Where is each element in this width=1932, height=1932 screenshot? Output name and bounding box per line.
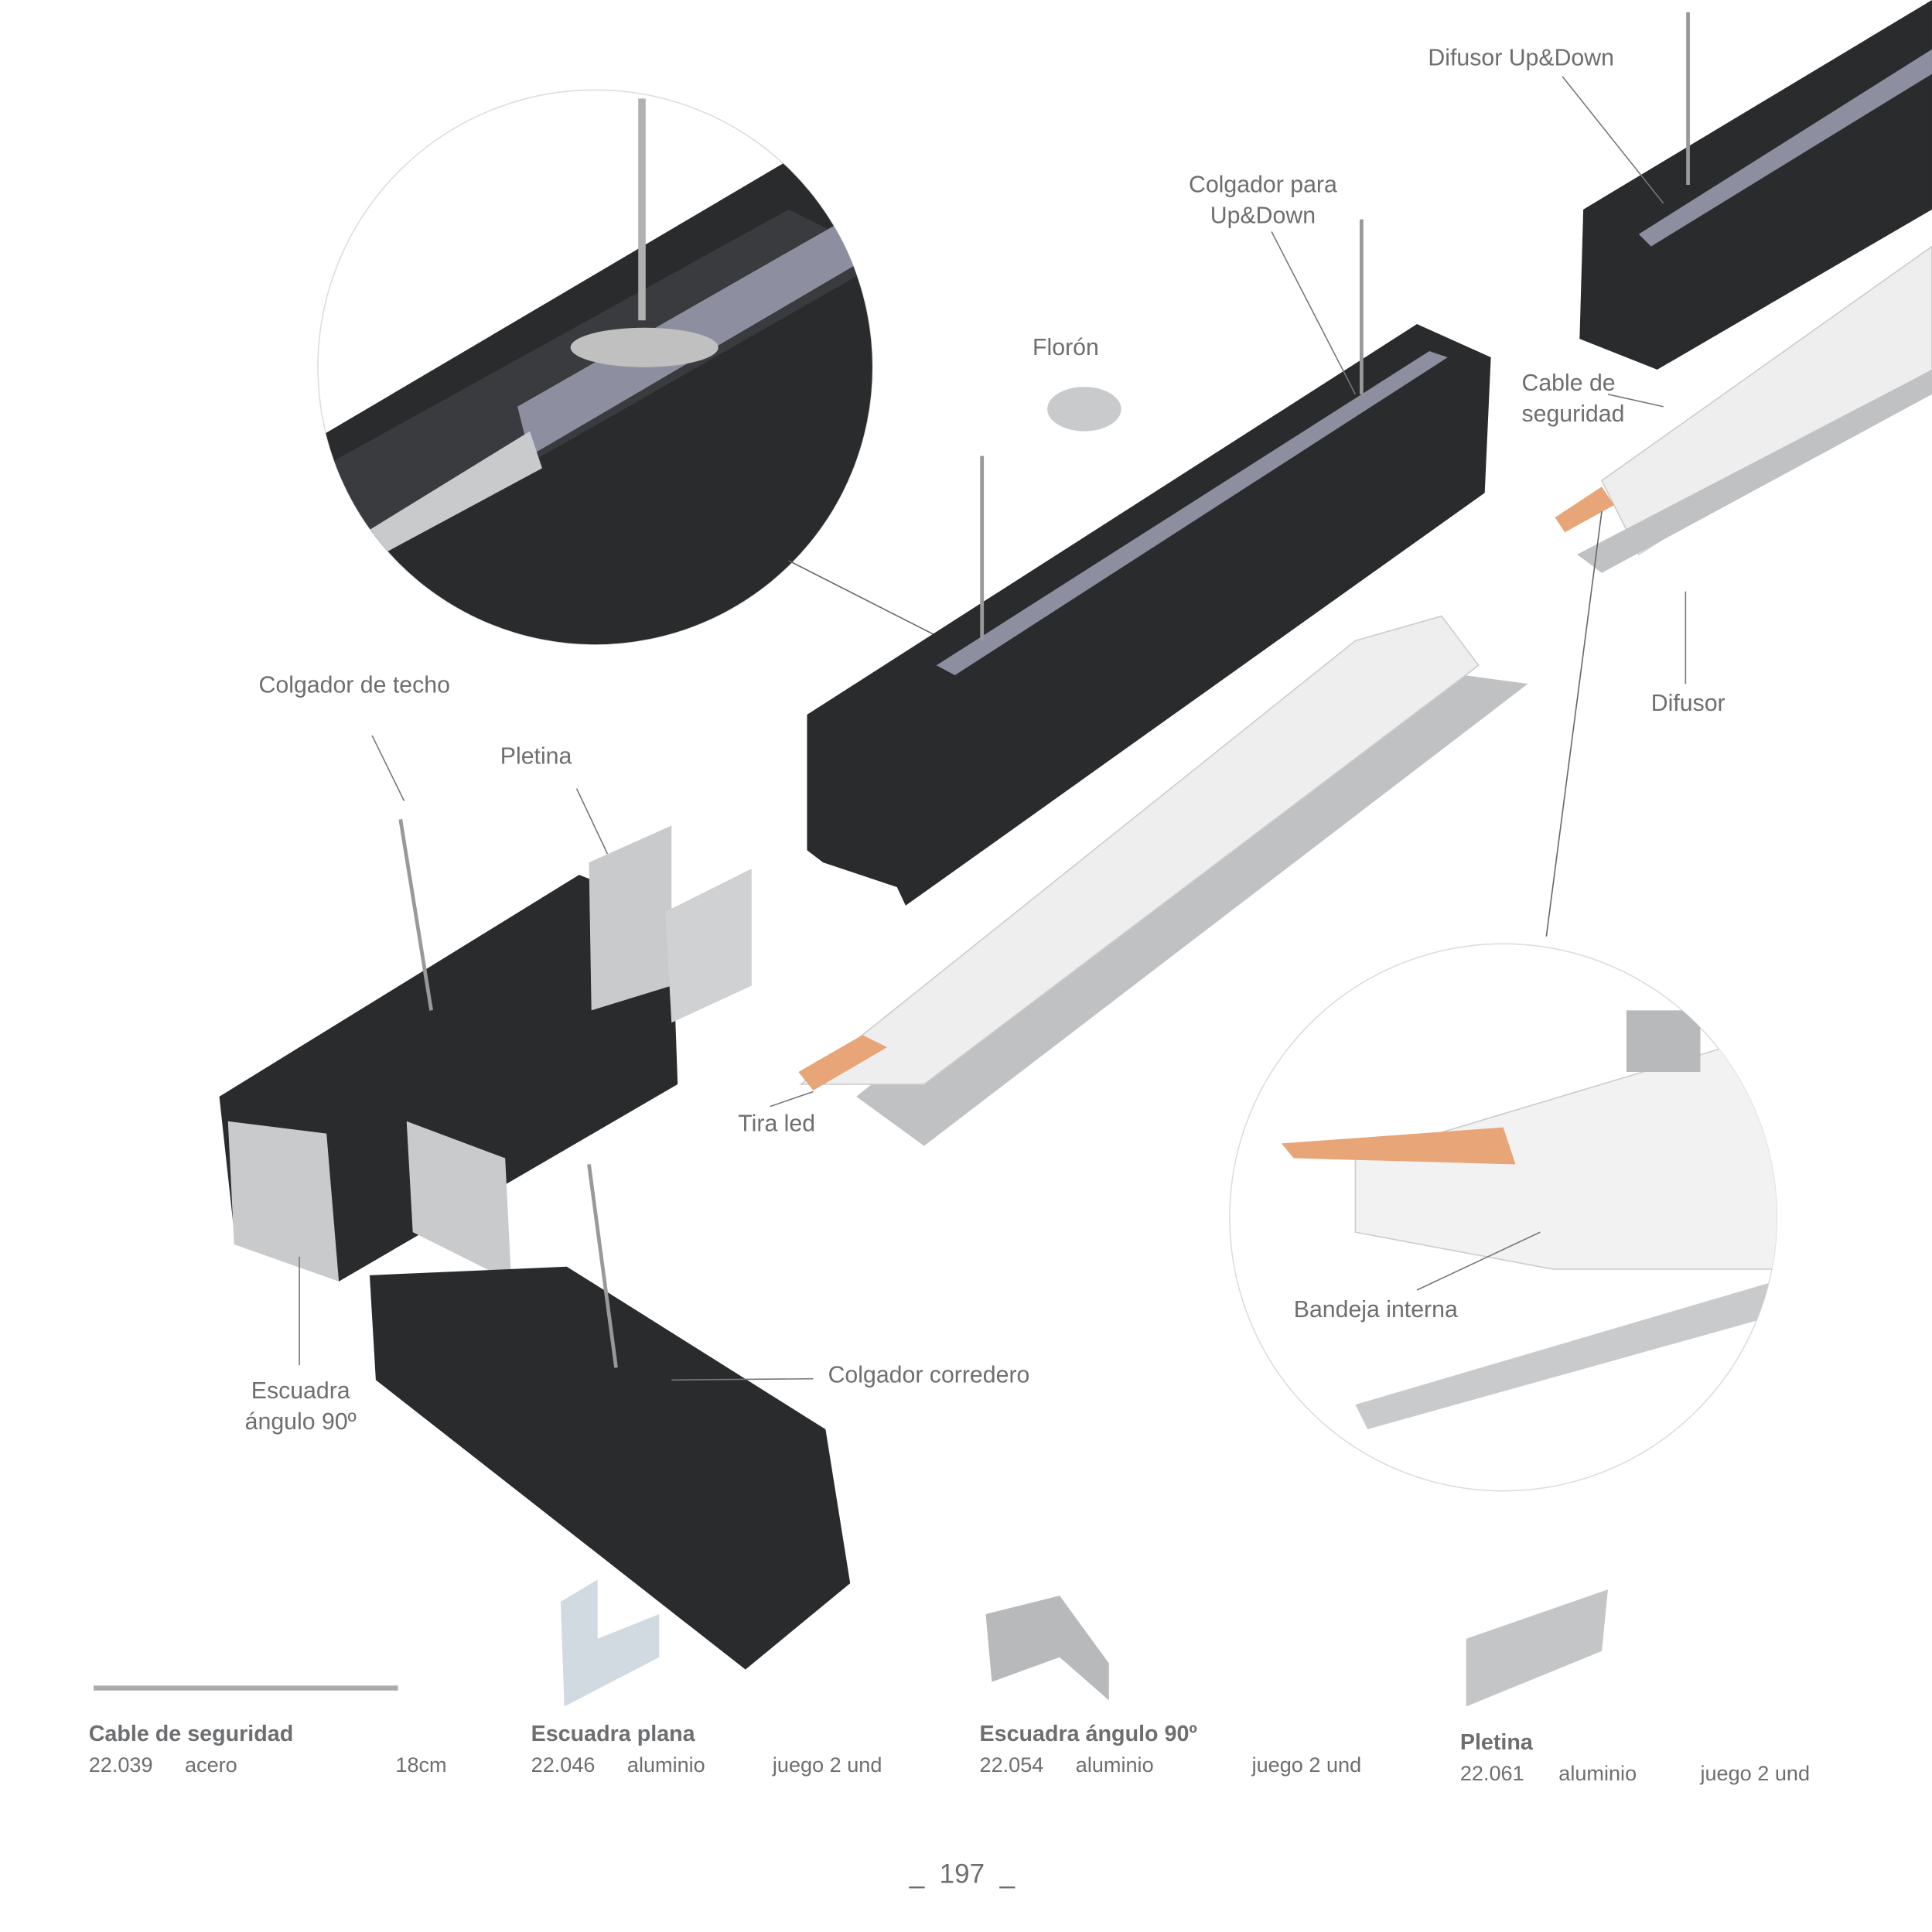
label-escuadra: Escuadra ángulo 90º [227, 1376, 374, 1438]
label-difusor: Difusor [1650, 691, 1725, 718]
accessory-material: aluminio [626, 1753, 705, 1777]
detail-inset-tray [1229, 943, 1778, 1492]
label-colgador-updown: Colgador para Up&Down [1176, 170, 1349, 232]
label-bandeja-interna: Bandeja interna [1293, 1297, 1458, 1323]
label-line: Colgador para [1188, 172, 1337, 199]
page-number: _ 197 _ [909, 1858, 1015, 1889]
label-line: Cable de [1521, 370, 1616, 397]
label-cable-seguridad: Cable de seguridad [1521, 368, 1624, 430]
accessory-code: 22.054 [979, 1753, 1044, 1777]
label-colgador-techo: Colgador de techo [258, 672, 450, 699]
label-tira-led: Tira led [738, 1111, 816, 1138]
updown-profile [1555, 0, 1932, 573]
accessory-images [94, 1579, 1608, 1707]
main-profile [798, 219, 1528, 1146]
callout-arrow [788, 560, 937, 637]
accessory-name: Escuadra ángulo 90º [979, 1721, 1197, 1746]
accessory-code: 22.046 [531, 1753, 596, 1777]
label-line: ángulo 90º [244, 1409, 357, 1435]
label-pletina: Pletina [500, 744, 572, 770]
callout-lines [299, 76, 1687, 1381]
accessory-extra: 18cm [395, 1753, 447, 1777]
accessory-code: 22.061 [1459, 1762, 1524, 1786]
accessory-extra: juego 2 und [1700, 1762, 1811, 1786]
label-floron: Florón [1033, 335, 1099, 361]
accessory-code: 22.039 [88, 1753, 153, 1777]
accessory-extra: juego 2 und [1251, 1753, 1362, 1777]
label-line: Up&Down [1210, 203, 1316, 230]
accessory-material: aluminio [1075, 1753, 1154, 1777]
callout-arrow [1545, 511, 1603, 937]
accessory-name: Pletina [1459, 1729, 1533, 1755]
label-colgador-corredero: Colgador corredero [828, 1362, 1030, 1389]
accessory-material: aluminio [1558, 1762, 1637, 1786]
accessory-material: acero [184, 1753, 237, 1777]
label-line: Escuadra [251, 1378, 350, 1405]
accessory-name: Cable de seguridad [88, 1721, 294, 1746]
detail-inset-hanger [317, 89, 873, 645]
label-difusor-updown: Difusor Up&Down [1428, 45, 1614, 72]
accessory-extra: juego 2 und [772, 1753, 882, 1777]
label-line: seguridad [1521, 401, 1625, 428]
accessory-name: Escuadra plana [531, 1721, 695, 1746]
corner-assembly [219, 819, 851, 1670]
